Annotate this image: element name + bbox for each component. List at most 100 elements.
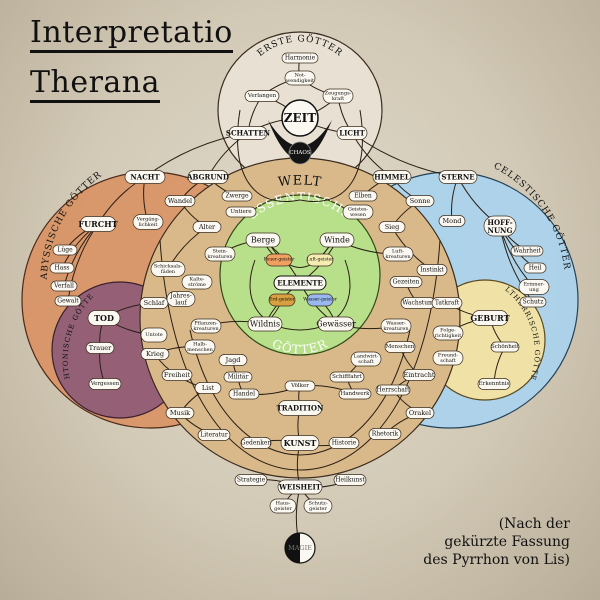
elemente-node[interactable]: ELEMENTE [273,275,327,291]
node-heilkunst[interactable]: Heilkunst [333,474,367,486]
node-tod[interactable]: TOD [87,310,121,326]
flow-arc-2 [159,239,441,471]
node-handwerk[interactable]: Handwerk [338,388,372,400]
node-list[interactable]: List [194,382,222,394]
node-hausgeister[interactable]: Haus-geister [269,498,297,514]
node-sterne[interactable]: STERNE [438,170,478,184]
node-menschen[interactable]: Menschen [384,341,416,353]
node-pflanzenkreaturen[interactable]: Pflanzen-kreaturen [190,318,222,334]
node-sonne[interactable]: Sonne [405,195,435,207]
node-wildnis[interactable]: Wildnis [247,316,283,332]
node-voelker[interactable]: Völker [284,380,316,392]
flow-arc-4 [249,259,351,331]
node-instinkt[interactable]: Instinkt [416,264,448,276]
node-untote[interactable]: Untote [140,327,168,343]
node-wahrheit[interactable]: Wahrheit [510,245,544,257]
node-wandel[interactable]: Wandel [164,195,196,207]
node-jahreslauf[interactable]: Jahres-lauf [166,291,196,307]
node-sieg[interactable]: Sieg [378,221,406,233]
chaos-node[interactable]: CHAOS [288,141,312,165]
node-tod-bubble [87,310,121,326]
node-wasserkreaturen[interactable]: Wasser-kreaturen [380,318,412,334]
node-verfall[interactable]: Verfall [50,280,78,292]
node-mond[interactable]: Mond [438,215,466,227]
node-gedenken[interactable]: Gedenken [240,437,272,449]
node-wassergeister[interactable]: Wasser-geister [303,293,338,307]
node-abgrund[interactable]: ABGRUND [186,170,229,184]
node-wachstum[interactable]: Wachstum [400,297,436,309]
node-luftgeister[interactable]: Luft-geister [307,253,335,267]
node-nacht[interactable]: NACHT [124,170,166,184]
node-freundschaft[interactable]: Freund-schaft [432,350,464,366]
node-kunst[interactable]: KUNST [280,435,320,451]
node-schatten-label: SCHATTEN [226,129,271,138]
node-notwendigkeit[interactable]: Not-wendigkeit [284,70,316,86]
node-wahrheit-bubble [510,245,544,257]
node-historie[interactable]: Historie [328,437,360,449]
node-feuergeister[interactable]: Feuer-geister [264,253,296,267]
node-herrschaft[interactable]: Herrschaft [375,384,411,396]
zeit-node[interactable]: ZEIT [281,99,319,137]
node-vergessen[interactable]: Vergessen [88,378,122,390]
node-geisteswesen[interactable]: Geistes-wesen [342,204,374,220]
node-luftkreaturen[interactable]: Luft-kreaturen [382,246,414,262]
node-tatkraft[interactable]: Tatkraft [431,297,463,309]
node-zeugungskraft[interactable]: Zeugungs-kraft [322,88,354,104]
node-heil[interactable]: Heil [523,262,547,274]
node-strategie[interactable]: Strategie [234,474,268,486]
node-musik[interactable]: Musik [165,407,195,419]
node-schoenheit[interactable]: Schönheit [490,341,520,353]
node-schlaf[interactable]: Schlaf [139,297,169,309]
node-tradition[interactable]: TRADITION [277,400,324,416]
node-steinkreaturen[interactable]: Stein-kreaturen [204,246,236,262]
node-himmel[interactable]: HIMMEL [372,170,412,184]
node-kaltestroeme[interactable]: Kalte-ströme [181,274,213,290]
node-hass[interactable]: Hass [49,262,75,274]
node-hoffnung[interactable]: HOFF-NUNG [483,215,517,237]
node-untiere[interactable]: Untiere [225,206,257,218]
node-luege[interactable]: Lüge [52,244,78,256]
node-gezeiten[interactable]: Gezeiten [389,276,423,288]
node-schutzgeister[interactable]: Schutz-geister [303,498,333,514]
node-geburt[interactable]: GEBURT [470,310,510,326]
node-erinnerung[interactable]: Erinner-ung [518,279,550,295]
node-handel[interactable]: Handel [228,388,260,400]
node-eintracht[interactable]: Eintracht [402,369,436,381]
node-jagd[interactable]: Jagd [218,354,248,366]
node-erkenntnis[interactable]: Erkenntnis [477,378,511,390]
node-harmonie[interactable]: Harmonie [281,52,319,64]
node-verlangen-label: Verlangen [247,93,277,99]
node-landwirtschaft-label: Landwirt-schaft [354,353,379,365]
node-halbmenschen[interactable]: Halb-menschen [184,339,216,355]
node-orakel[interactable]: Orakel [405,407,435,419]
node-trauer[interactable]: Trauer [85,342,115,354]
node-verlangen[interactable]: Verlangen [244,90,280,102]
chaos-label: CHAOS [289,150,310,156]
node-landwirtschaft[interactable]: Landwirt-schaft [350,351,382,367]
node-kriegsname[interactable]: Krieg [140,348,170,360]
node-berge[interactable]: Berge [245,232,281,248]
node-historie-label: Historie [332,440,357,447]
node-schifffahrt[interactable]: Schifffahrt [329,371,365,383]
node-schicksalsfaeden[interactable]: Schicksals-fäden [150,261,186,277]
magie-node[interactable]: MAGIE [284,532,316,564]
node-erdgeister[interactable]: Erd-geister [268,293,296,307]
node-schutz[interactable]: Schutz [519,296,547,308]
node-weisheit[interactable]: WEISHEIT [277,479,323,495]
node-winde[interactable]: Winde [319,232,355,248]
node-folgerichtigkeit[interactable]: Folge-richtigkeit [432,325,464,341]
node-furcht[interactable]: FURCHT [78,216,118,232]
node-literatur[interactable]: Literatur [197,429,231,441]
node-gewalt[interactable]: Gewalt [54,295,82,307]
node-gewaesser[interactable]: Gewässer [316,316,356,332]
node-freiheit[interactable]: Freiheit [161,369,193,381]
node-licht[interactable]: LICHT [336,126,368,140]
node-alter[interactable]: Alter [192,221,222,233]
node-elben[interactable]: Elben [348,190,378,202]
node-schatten[interactable]: SCHATTEN [226,126,271,140]
node-zwerge[interactable]: Zwerge [221,190,253,202]
node-abgrund-bubble [187,170,229,184]
node-militaer[interactable]: Militär [223,371,253,383]
node-rhetorik[interactable]: Rhetorik [368,428,402,440]
node-vergaenglichkeit[interactable]: Vergäng-lichkeit [132,214,164,230]
